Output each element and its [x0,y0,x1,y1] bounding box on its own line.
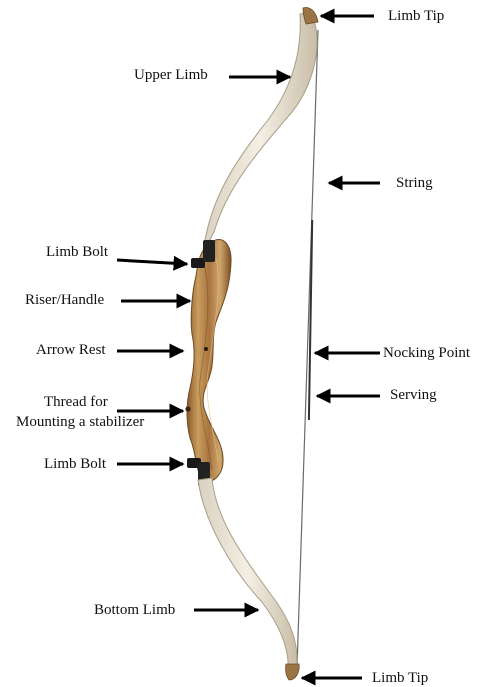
label-arrow-rest: Arrow Rest [36,341,106,359]
upper-limb [203,12,317,252]
label-riser-handle: Riser/Handle [25,291,104,309]
bottom-limb-tip [286,664,300,680]
label-stabilizer-thread-line2: Mounting a stabilizer [16,413,144,431]
label-nocking-point: Nocking Point [383,344,470,362]
label-serving: Serving [390,386,437,404]
stabilizer-thread [185,406,190,411]
riser-handle [187,239,231,482]
bow-string [297,30,318,668]
label-upper-limb: Upper Limb [134,66,208,84]
upper-limb-bolt [191,258,205,268]
upper-limb-pocket [203,240,215,262]
upper-limb-tip [303,8,318,24]
label-limb-bolt-upper: Limb Bolt [46,243,108,261]
arrow-limb-bolt-upper [117,260,187,264]
label-limb-bolt-lower: Limb Bolt [44,455,106,473]
label-string: String [396,174,433,192]
label-limb-tip-bottom: Limb Tip [372,669,428,687]
bottom-limb [198,478,297,672]
label-limb-tip-top: Limb Tip [388,7,444,25]
label-bottom-limb: Bottom Limb [94,601,175,619]
label-stabilizer-thread-line1: Thread for [44,393,108,411]
arrow-rest-hole [204,347,208,351]
